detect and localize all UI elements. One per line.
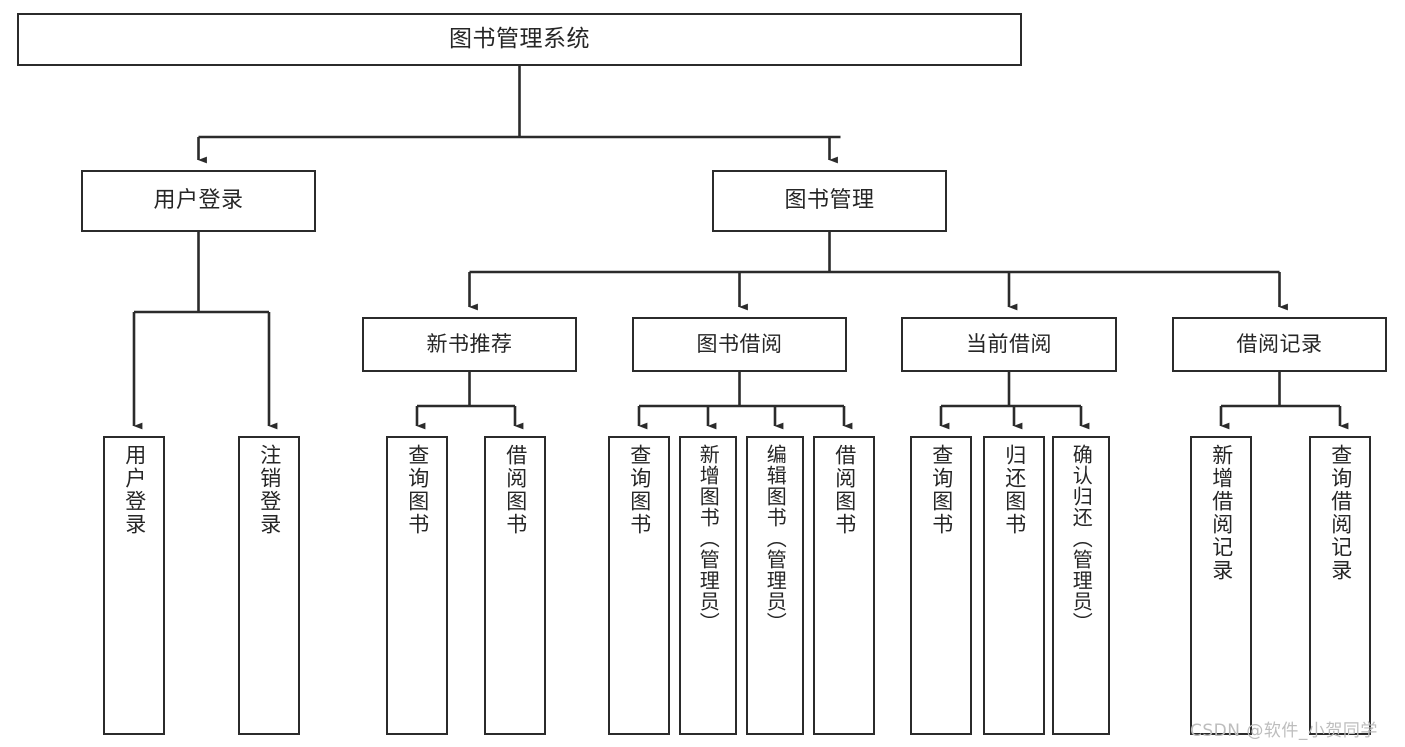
leaf-query-book-bb[interactable]: 查询图书	[608, 436, 670, 735]
leaf-add-borrow-record[interactable]: 新增借阅记录	[1190, 436, 1252, 735]
node-label: 新增借阅记录	[1209, 444, 1234, 582]
node-label: 当前借阅	[966, 332, 1052, 357]
leaf-user-login[interactable]: 用户登录	[103, 436, 165, 735]
node-new-book-recommend[interactable]: 新书推荐	[362, 317, 577, 372]
node-book-management[interactable]: 图书管理	[712, 170, 947, 232]
node-label: 查询借阅记录	[1328, 444, 1353, 582]
node-label: 归还图书	[1002, 444, 1027, 536]
node-label: 借阅图书	[503, 444, 528, 536]
node-label: 注销登录	[257, 444, 282, 536]
node-label: 新增图书（管理员）	[696, 444, 721, 633]
node-label: 查询图书	[929, 444, 954, 536]
leaf-add-book-admin[interactable]: 新增图书（管理员）	[679, 436, 737, 735]
leaf-confirm-return-admin[interactable]: 确认归还（管理员）	[1052, 436, 1110, 735]
node-label: 借阅记录	[1236, 332, 1323, 357]
leaf-query-book-nb[interactable]: 查询图书	[386, 436, 448, 735]
node-label: 确认归还（管理员）	[1069, 444, 1094, 633]
node-current-borrow[interactable]: 当前借阅	[901, 317, 1117, 372]
node-label: 用户登录	[153, 188, 244, 214]
node-book-borrow[interactable]: 图书借阅	[632, 317, 847, 372]
leaf-return-book[interactable]: 归还图书	[983, 436, 1045, 735]
node-label: 用户登录	[122, 444, 147, 536]
node-label: 图书管理	[784, 188, 875, 214]
leaf-logout[interactable]: 注销登录	[238, 436, 300, 735]
node-borrow-record[interactable]: 借阅记录	[1172, 317, 1387, 372]
node-user-login[interactable]: 用户登录	[81, 170, 316, 232]
node-root[interactable]: 图书管理系统	[17, 13, 1022, 66]
leaf-borrow-book-bb[interactable]: 借阅图书	[813, 436, 875, 735]
node-label: 图书借阅	[696, 332, 783, 357]
node-label: 查询图书	[405, 444, 430, 536]
edges	[132, 66, 1349, 430]
leaf-query-borrow-record[interactable]: 查询借阅记录	[1309, 436, 1371, 735]
leaf-query-book-cb[interactable]: 查询图书	[910, 436, 972, 735]
node-label: 借阅图书	[832, 444, 857, 536]
leaf-borrow-book-nb[interactable]: 借阅图书	[484, 436, 546, 735]
node-label: 查询图书	[627, 444, 652, 536]
node-label: 编辑图书（管理员）	[763, 444, 788, 633]
leaf-edit-book-admin[interactable]: 编辑图书（管理员）	[746, 436, 804, 735]
csdn-watermark: CSDN @软件_小贺同学	[1190, 721, 1378, 741]
node-label: 图书管理系统	[449, 26, 590, 53]
node-label: 新书推荐	[426, 332, 513, 357]
